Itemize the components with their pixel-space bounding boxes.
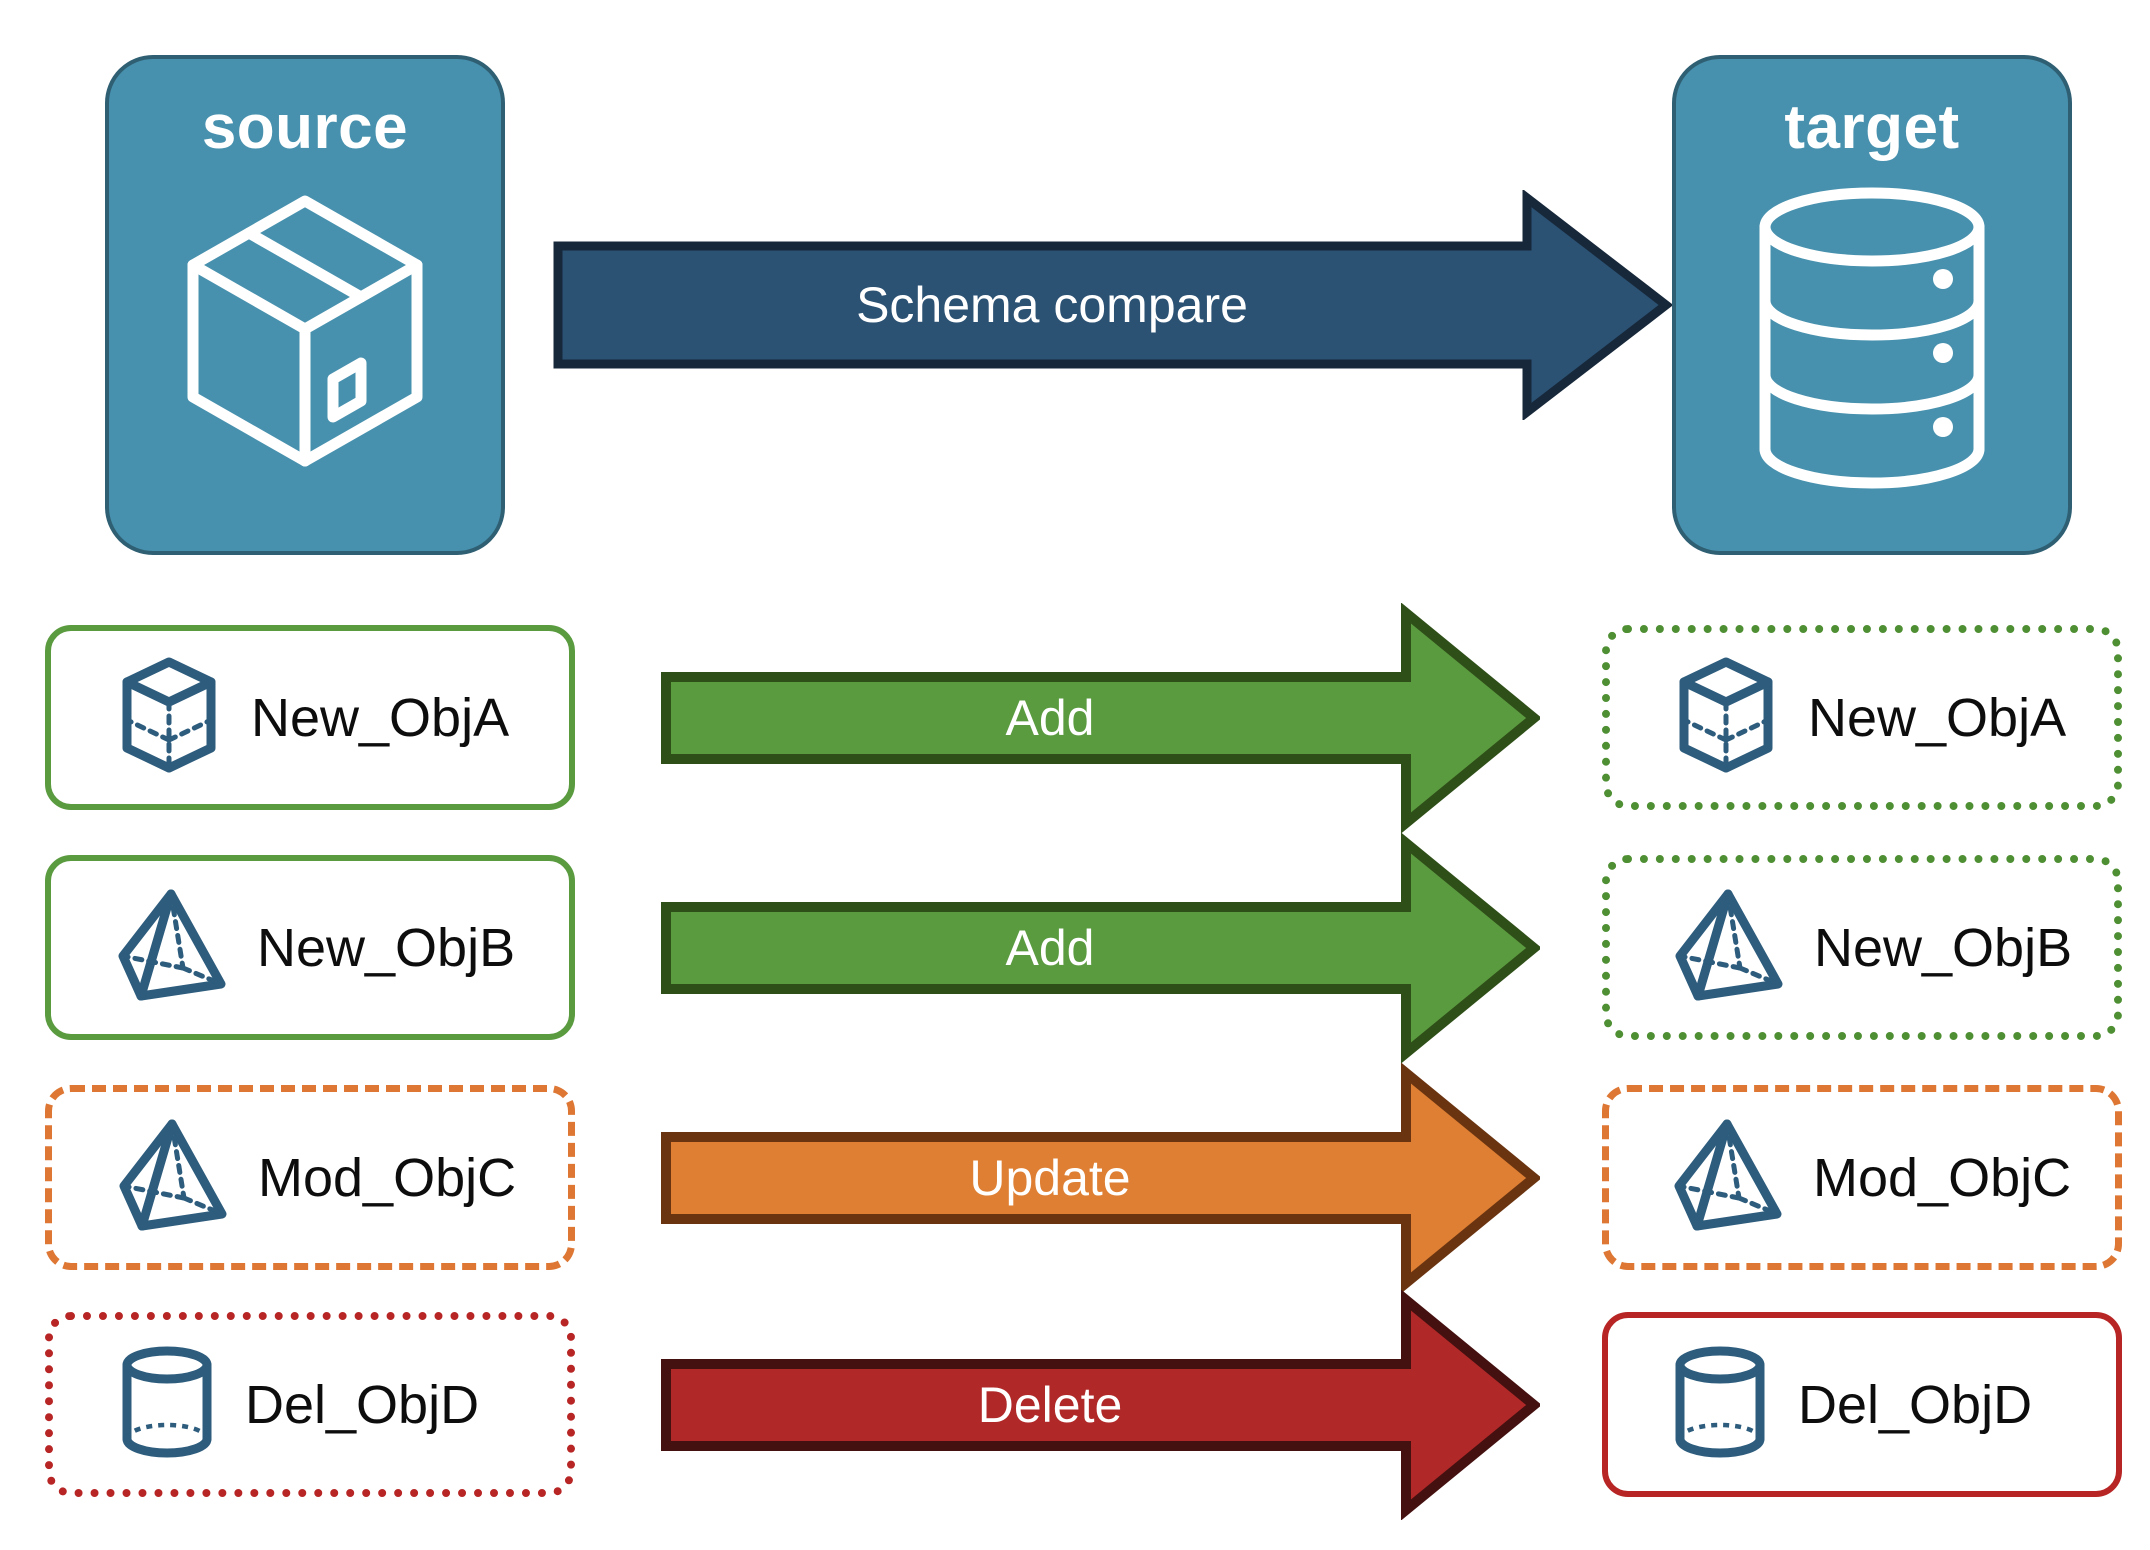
source-node-label: source — [201, 93, 409, 162]
wireframe-cylinder-icon — [1668, 1343, 1772, 1466]
object-label: New_ObjB — [257, 917, 516, 978]
database-cylinder-icon — [1747, 183, 1997, 498]
target-object-new-obja[interactable]: New_ObjA — [1602, 625, 2122, 810]
wireframe-pyramid-icon — [1669, 1116, 1787, 1239]
target-node-label: target — [1784, 93, 1960, 162]
flow-arrow-delete[interactable] — [660, 1289, 1542, 1521]
package-cube-icon — [175, 183, 435, 498]
source-object-mod-objc[interactable]: Mod_ObjC — [45, 1085, 575, 1270]
target-node[interactable]: target — [1672, 55, 2072, 555]
target-object-mod-objc[interactable]: Mod_ObjC — [1602, 1085, 2122, 1270]
object-label: Mod_ObjC — [258, 1147, 517, 1208]
target-object-del-objd[interactable]: Del_ObjD — [1602, 1312, 2122, 1497]
wireframe-cylinder-icon — [115, 1343, 219, 1466]
source-object-new-obja[interactable]: New_ObjA — [45, 625, 575, 810]
schema-compare-arrow[interactable] — [552, 188, 1674, 422]
schema-compare-label: Schema compare — [856, 277, 1248, 333]
flow-arrow-update[interactable] — [660, 1062, 1542, 1294]
source-object-new-objb[interactable]: New_ObjB — [45, 855, 575, 1040]
change-row: New_ObjB Add — [0, 832, 2150, 1064]
change-row: Mod_ObjC Update — [0, 1062, 2150, 1294]
wireframe-pyramid-icon — [114, 1116, 232, 1239]
wireframe-cube-icon — [1670, 656, 1782, 779]
wireframe-pyramid-icon — [113, 886, 231, 1009]
change-row: Del_ObjD Delete Del_ObjD — [0, 1289, 2150, 1521]
object-label: New_ObjA — [1808, 687, 2067, 748]
wireframe-pyramid-icon — [1670, 886, 1788, 1009]
wireframe-cube-icon — [113, 656, 225, 779]
object-label: New_ObjB — [1814, 917, 2073, 978]
object-label: Del_ObjD — [245, 1374, 480, 1435]
change-rows-section: New_ObjA Add — [0, 600, 2150, 1550]
endpoints-section: source Schema compare target — [0, 0, 2150, 570]
target-object-new-objb[interactable]: New_ObjB — [1602, 855, 2122, 1040]
object-label: Mod_ObjC — [1813, 1147, 2072, 1208]
flow-arrow-add-a[interactable] — [660, 602, 1542, 834]
source-object-del-objd[interactable]: Del_ObjD — [45, 1312, 575, 1497]
object-label: Del_ObjD — [1798, 1374, 2033, 1435]
change-row: New_ObjA Add — [0, 602, 2150, 834]
flow-arrow-add-b[interactable] — [660, 832, 1542, 1064]
source-node[interactable]: source — [105, 55, 505, 555]
object-label: New_ObjA — [251, 687, 510, 748]
